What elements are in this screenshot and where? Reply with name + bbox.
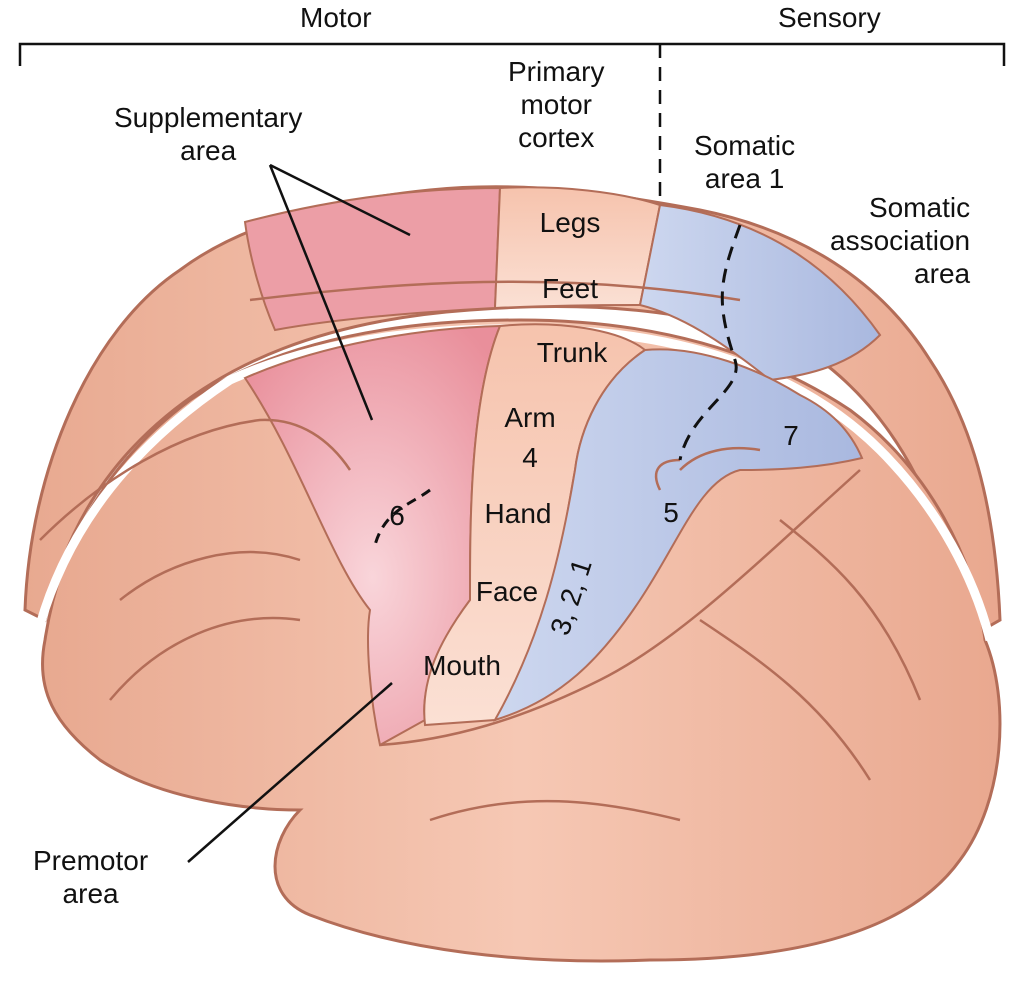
supplementary-area-label: Supplementary area <box>114 102 303 166</box>
sulci <box>39 418 922 822</box>
trunk-label: Trunk <box>537 337 609 368</box>
hand-label: Hand <box>485 498 552 529</box>
motor-sensory-bracket <box>18 42 1006 205</box>
somatic-area-1-label: Somatic area 1 <box>694 130 796 194</box>
area-1-5-boundary <box>678 224 742 461</box>
area-4-label: 4 <box>522 442 538 473</box>
legs-label: Legs <box>540 207 601 238</box>
face-label: Face <box>476 576 538 607</box>
somatic-area-1-region <box>492 348 864 722</box>
leader-supplementary-top <box>269 163 411 237</box>
primary-motor-cortex-label: Primary motor cortex <box>508 56 605 153</box>
supplementary-area-region <box>243 186 502 332</box>
area-5-label: 5 <box>663 497 679 528</box>
somatic-area-top-region <box>638 203 882 382</box>
leader-lines <box>187 163 411 863</box>
mouth-label: Mouth <box>423 650 501 681</box>
sensory-heading: Sensory <box>778 2 881 33</box>
arm-label: Arm <box>504 402 555 433</box>
motor-heading: Motor <box>300 2 372 33</box>
leader-premotor <box>187 682 393 863</box>
leader-supplementary-bottom <box>268 164 374 421</box>
feet-label: Feet <box>542 273 598 304</box>
premotor-area-label: Premotor area <box>33 845 149 909</box>
somatic-association-area-label: Somatic association area <box>830 192 971 289</box>
area-6-label: 6 <box>389 500 405 531</box>
area-7-label: 7 <box>783 420 799 451</box>
area-6-boundary <box>373 488 431 546</box>
